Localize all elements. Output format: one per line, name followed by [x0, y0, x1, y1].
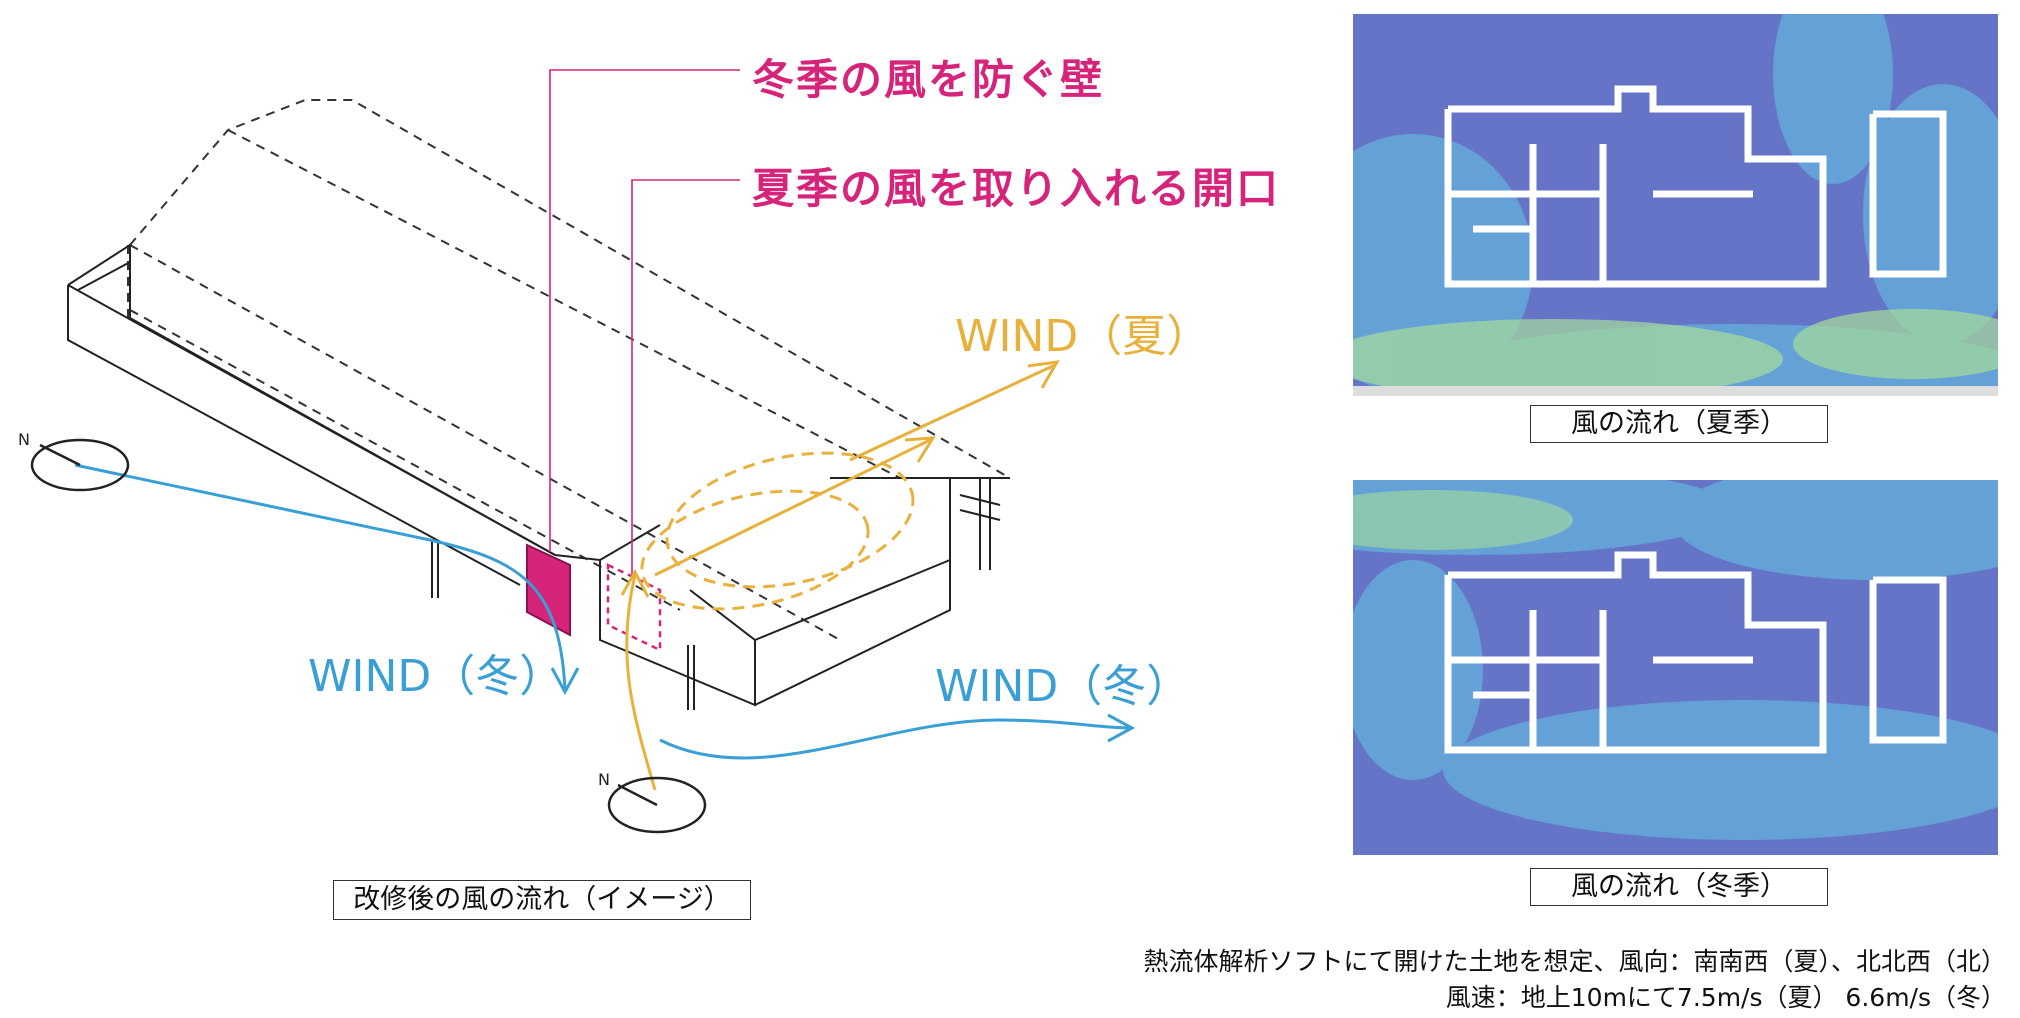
building-isometric-diagram [30, 69, 1136, 834]
label-summer-opening: 夏季の風を取り入れる開口 [752, 164, 1281, 213]
summer-simulation-image [1353, 14, 1998, 396]
compass-mark-right [607, 776, 707, 834]
diagram-caption: 改修後の風の流れ（イメージ） [333, 880, 751, 920]
compass-mark-left [30, 438, 130, 492]
analysis-note-line2: 風速：地上10mにて7.5m/s（夏） 6.6m/s（冬） [1445, 983, 2006, 1012]
north-label-right: N [598, 770, 610, 789]
summer-simulation-caption: 風の流れ（夏季） [1530, 405, 1828, 443]
label-wind-winter-right: WIND（冬） [935, 661, 1191, 712]
label-winter-wall: 冬季の風を防ぐ壁 [752, 55, 1105, 104]
leader-line-opening [631, 179, 740, 578]
summer-wind-arrows [620, 360, 1060, 791]
north-label-left: N [18, 430, 30, 449]
winter-wind-arrows [74, 463, 1136, 760]
label-wind-summer: WIND（夏） [955, 311, 1211, 362]
analysis-note-line1: 熱流体解析ソフトにて開けた土地を想定、風向：南南西（夏）、北北西（北） [1143, 947, 2006, 976]
winter-simulation-caption: 風の流れ（冬季） [1530, 868, 1828, 906]
roof-dashed-outline [127, 99, 1014, 641]
winter-simulation-image [1353, 480, 1998, 855]
leader-line-wall [549, 69, 740, 552]
summer-opening-shape [606, 563, 662, 652]
building-solid-body [67, 243, 1010, 710]
winter-wall-shape [526, 543, 571, 637]
label-wind-winter-left: WIND（冬） [308, 651, 564, 702]
